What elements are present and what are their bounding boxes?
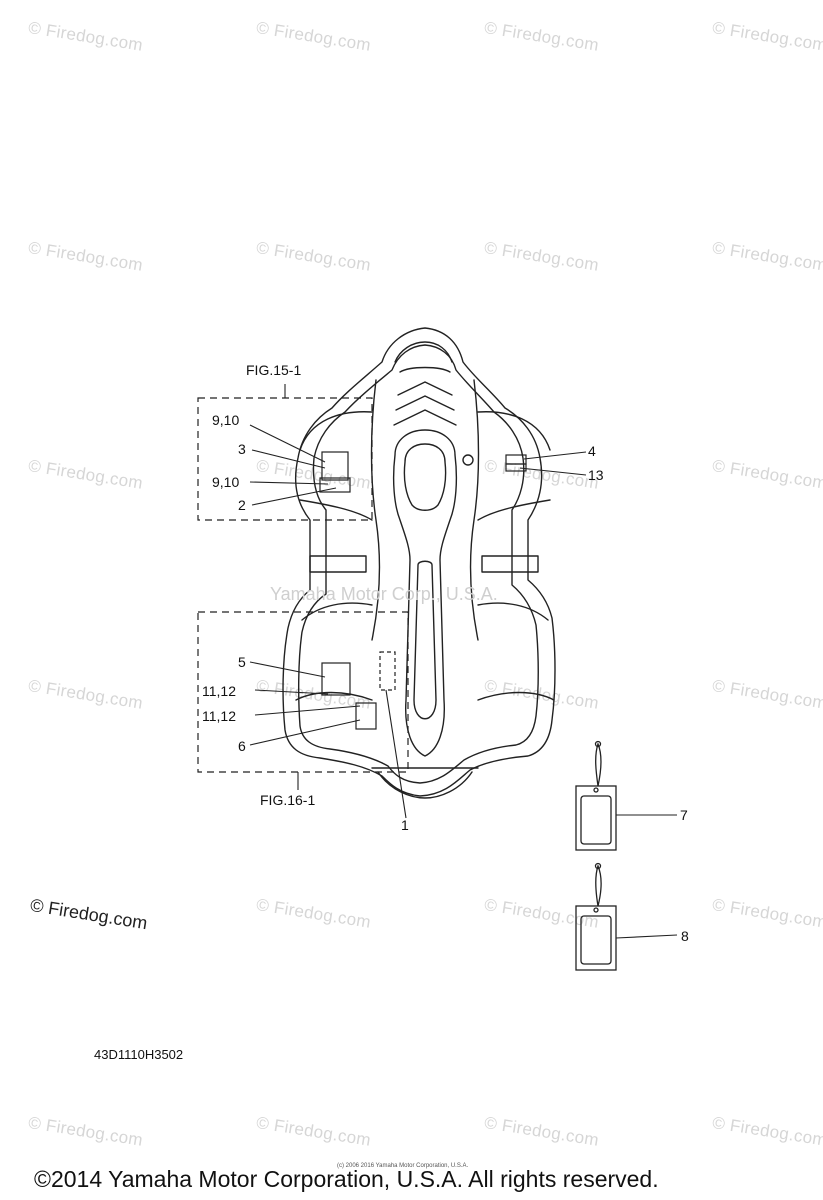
leader-1 bbox=[385, 689, 407, 819]
leader-3 bbox=[251, 449, 326, 469]
callout-8: 8 bbox=[681, 928, 689, 944]
leader-5 bbox=[249, 661, 326, 678]
front-chevron-2 bbox=[395, 395, 455, 411]
copyright-footer: ©2014 Yamaha Motor Corporation, U.S.A. A… bbox=[34, 1166, 659, 1192]
label-patch-13 bbox=[505, 463, 527, 472]
front-chevron-3 bbox=[393, 409, 457, 426]
seat-rear bbox=[413, 560, 437, 720]
left-rear-fender bbox=[295, 602, 373, 701]
left-front-fender bbox=[299, 411, 373, 521]
fig16-label: FIG.16-1 bbox=[260, 792, 316, 808]
callout-7: 7 bbox=[680, 807, 688, 823]
callout-1: 1 bbox=[401, 817, 409, 833]
callout-9-10-upper: 9,10 bbox=[212, 412, 240, 428]
callout-11-12-upper: 11,12 bbox=[202, 683, 236, 699]
label-patch-2 bbox=[319, 477, 351, 493]
leader-910a bbox=[249, 424, 326, 463]
callout-3: 3 bbox=[238, 441, 246, 457]
part-code: 43D1110H3502 bbox=[94, 1047, 184, 1062]
hang-tag-7 bbox=[575, 740, 617, 851]
right-rail bbox=[469, 379, 480, 641]
callout-9-10-lower: 9,10 bbox=[212, 474, 240, 490]
callout-13: 13 bbox=[588, 467, 604, 483]
callout-6: 6 bbox=[238, 738, 246, 754]
right-footrest bbox=[481, 555, 539, 573]
callout-4: 4 bbox=[588, 443, 596, 459]
label-patch-1 bbox=[379, 651, 396, 691]
rear-bumper bbox=[371, 767, 479, 799]
callout-5: 5 bbox=[238, 654, 246, 670]
fig16-reference-box bbox=[197, 611, 409, 773]
tiny-notice: (c) 2006 2016 Yamaha Motor Corporation, … bbox=[337, 1163, 469, 1169]
leader-1112b bbox=[254, 705, 361, 716]
fuel-cap bbox=[462, 454, 474, 466]
seat-outline bbox=[392, 429, 458, 757]
leader-6 bbox=[249, 719, 361, 746]
leader-8 bbox=[615, 934, 678, 939]
label-patch-3 bbox=[321, 451, 349, 481]
hang-tag-8 bbox=[575, 862, 617, 971]
callout-2: 2 bbox=[238, 497, 246, 513]
seat-inner bbox=[403, 443, 447, 511]
label-patch-5 bbox=[321, 662, 351, 696]
left-rail bbox=[370, 379, 381, 641]
right-front-fender bbox=[477, 411, 551, 521]
leader-1112a bbox=[254, 689, 329, 695]
label-patch-6 bbox=[355, 702, 377, 730]
center-watermark: Yamaha Motor Corp., U.S.A. bbox=[270, 584, 498, 604]
vehicle-nose bbox=[394, 341, 453, 373]
right-rear-fender bbox=[477, 602, 555, 701]
leader-13 bbox=[519, 467, 587, 476]
leader-2 bbox=[251, 487, 337, 506]
front-chevron-1 bbox=[397, 381, 453, 396]
vehicle-outer-outline bbox=[282, 327, 556, 797]
fig15-label: FIG.15-1 bbox=[246, 362, 302, 378]
leader-910b bbox=[249, 481, 329, 485]
leader-4 bbox=[523, 451, 587, 460]
callout-11-12-lower: 11,12 bbox=[202, 708, 236, 724]
left-footrest bbox=[309, 555, 367, 573]
